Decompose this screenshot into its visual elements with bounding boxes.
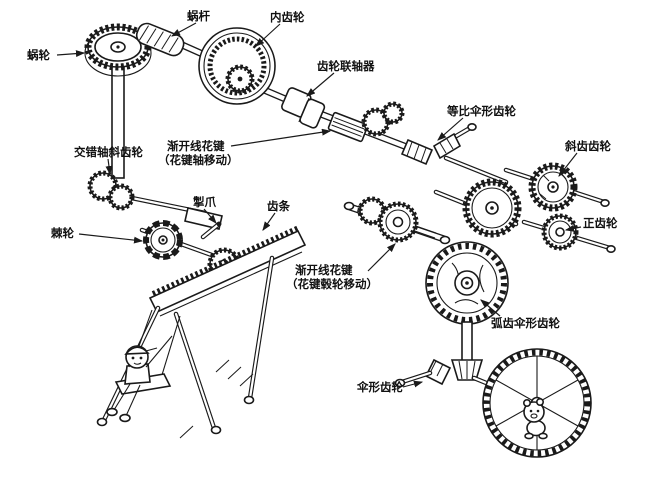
involute-spline-shaft-drawing: [327, 101, 405, 143]
big-gear-drawing: [462, 178, 522, 238]
leader-worm: [170, 22, 197, 37]
label-involute-spline-shaft-2: （花键轴移动）: [158, 153, 239, 167]
label-internal-gear: 内齿轮: [270, 10, 305, 24]
label-worm: 蜗杆: [187, 9, 210, 23]
leader-involute-spline-shaft: [230, 128, 332, 147]
label-helical-gear: 斜齿齿轮: [564, 139, 611, 153]
leader-gear-coupling: [306, 72, 335, 97]
leader-ratchet: [78, 233, 144, 244]
worm-drawing: [135, 22, 185, 57]
leader-rack: [262, 212, 276, 231]
leader-helical: [558, 152, 578, 177]
labels: 蜗杆 内齿轮 蜗轮 齿轮联轴器 等比伞形齿轮 斜齿齿轮 交错轴斜齿轮 渐开线花键…: [27, 9, 618, 394]
spur-gear-drawing: [541, 213, 579, 251]
leader-worm-wheel: [56, 50, 86, 58]
ground-hatch: [179, 359, 254, 439]
pawl-drawing: [184, 207, 223, 240]
leader-bevel: [402, 380, 424, 388]
leader-spiral-bevel: [480, 299, 501, 317]
label-miter-bevel-gear: 等比伞形齿轮: [446, 104, 516, 118]
label-bevel-gear: 伞形齿轮: [356, 380, 403, 394]
leader-spur: [564, 225, 582, 232]
internal-gear-drawing: [198, 27, 276, 105]
leader-miter-bevel: [437, 117, 464, 141]
worm-wheel-shaft: [111, 65, 125, 179]
label-crossed-helical-gear: 交错轴斜齿轮: [74, 145, 143, 159]
crossed-helical-drawing: [87, 170, 135, 211]
label-rack: 齿条: [267, 199, 290, 213]
helical-gear-drawing: [528, 162, 578, 212]
label-involute-spline-hub-2: （花键毂轮移动）: [286, 277, 378, 291]
gear-coupling-drawing: [281, 87, 326, 129]
leader-internal-gear: [255, 23, 281, 47]
label-spiral-bevel-gear: 弧齿伞形齿轮: [491, 316, 560, 330]
boy-cartoon: [106, 335, 173, 423]
rack-pinion-drawing: [148, 225, 307, 317]
label-involute-spline-hub-1: 渐开线花键: [295, 263, 353, 277]
spiral-bevel-gear-drawing: [425, 241, 509, 363]
label-ratchet-wheel: 棘轮: [51, 226, 74, 240]
label-gear-coupling: 齿轮联轴器: [317, 59, 375, 73]
leader-crossed-helical: [105, 158, 113, 176]
label-pawl: 掣爪: [193, 195, 216, 209]
label-involute-spline-shaft-1: 渐开线花键: [167, 139, 225, 153]
leader-pawl: [203, 208, 217, 224]
ratchet-wheel-drawing: [143, 220, 183, 260]
worm-wheel-drawing: [84, 23, 152, 77]
miter-bevel-gear-drawing: [400, 132, 462, 166]
involute-spline-hub-drawing: [357, 196, 419, 243]
label-worm-wheel: 蜗轮: [27, 48, 50, 62]
leader-lines: [56, 22, 582, 388]
label-spur-gear: 正齿轮: [583, 216, 618, 230]
hamster-cartoon: [522, 397, 548, 440]
leader-involute-spline-hub: [367, 243, 396, 272]
